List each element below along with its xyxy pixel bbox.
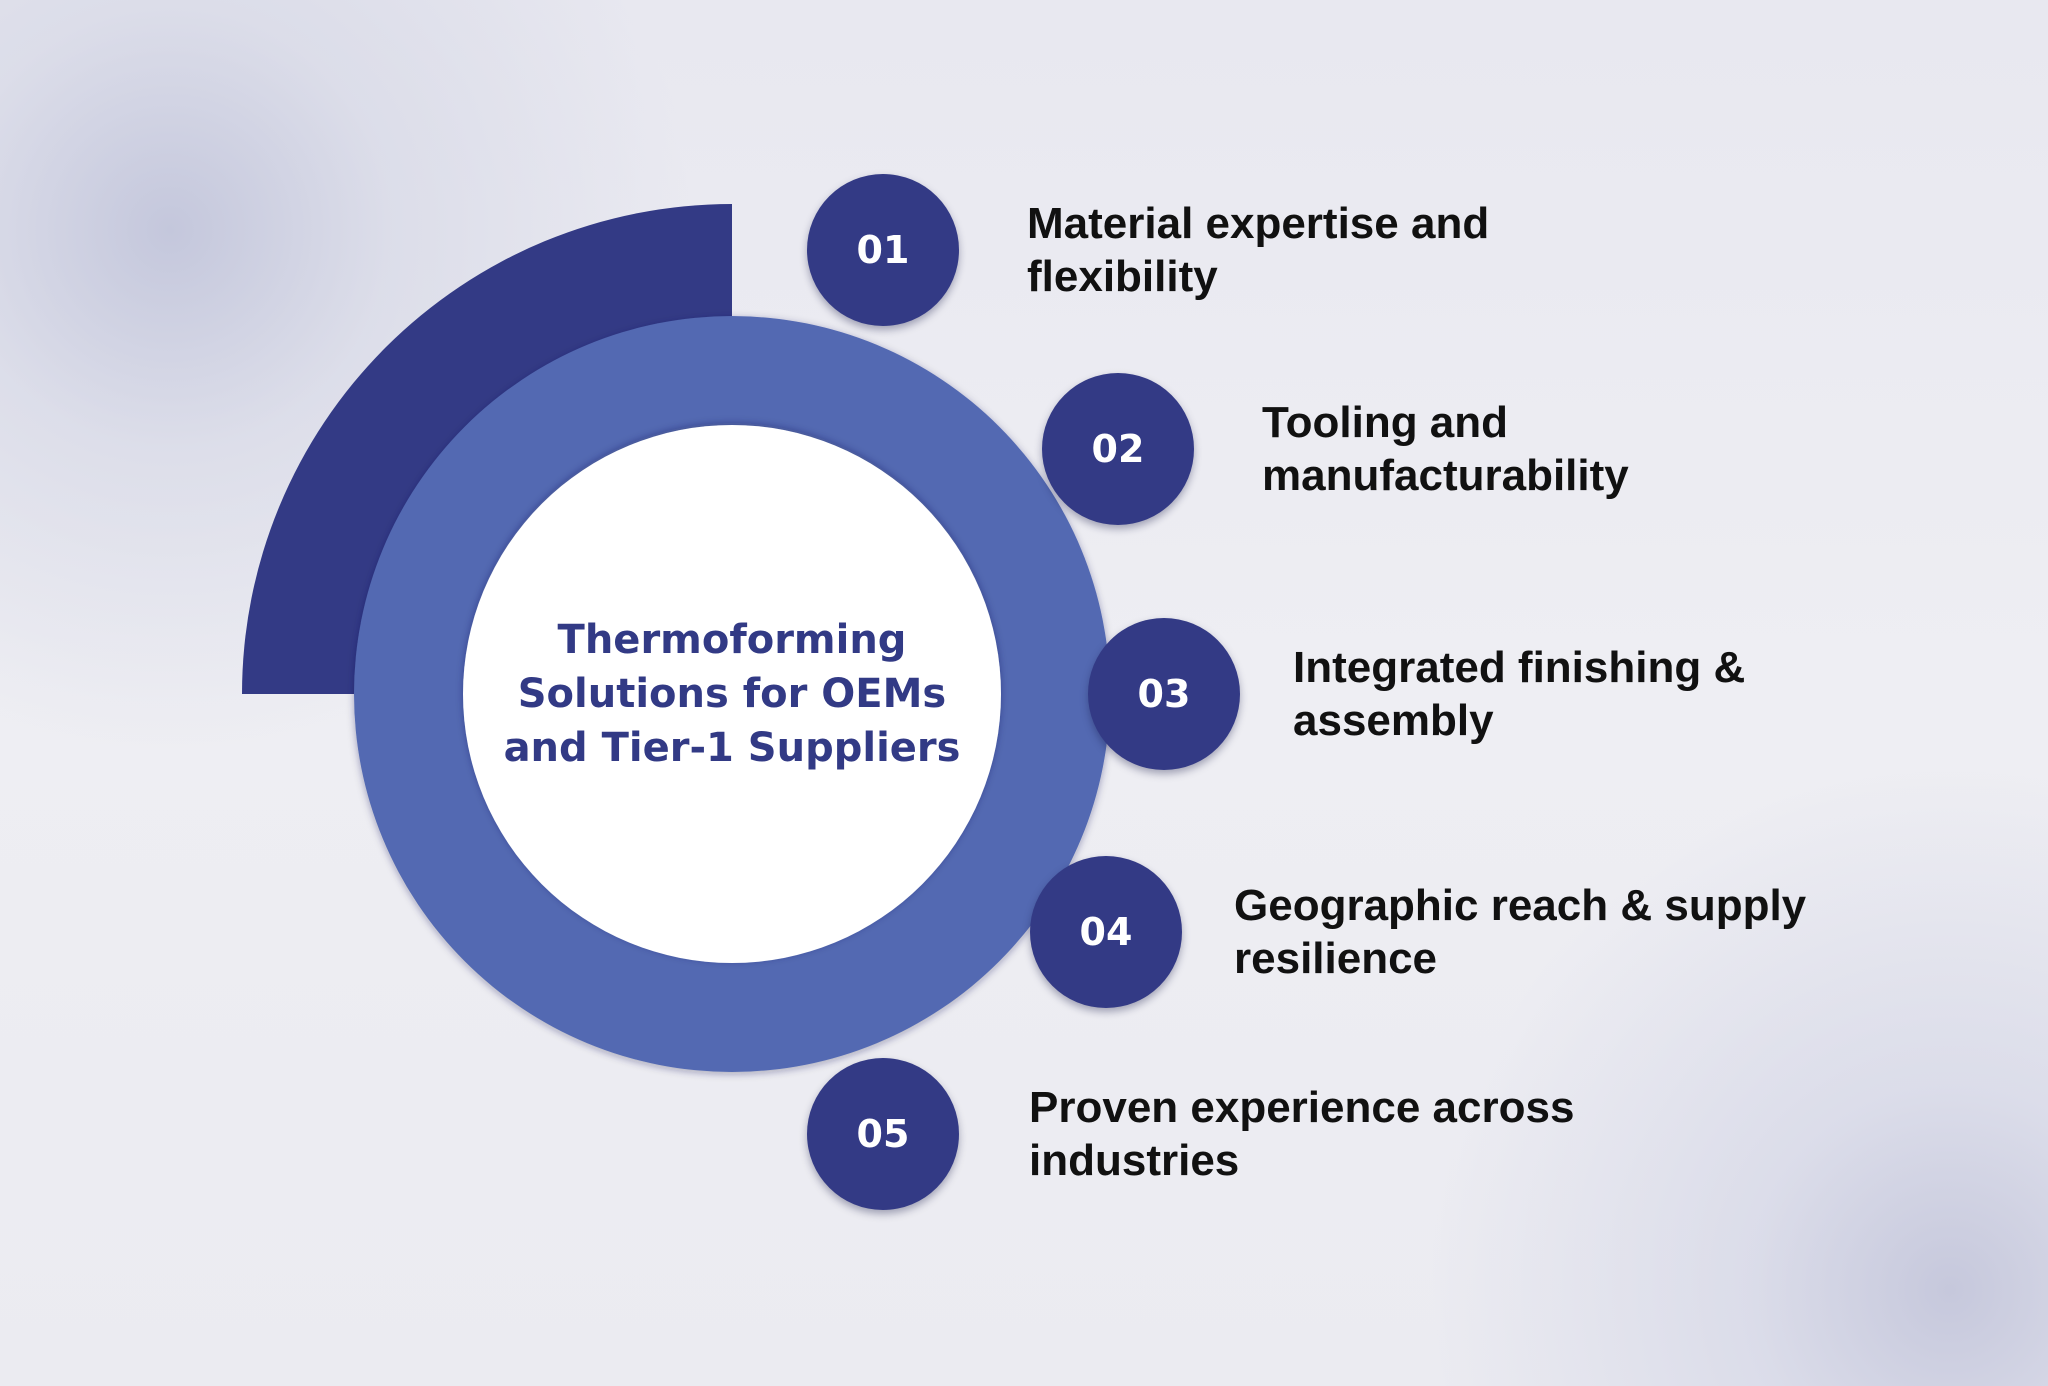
step-label-line: Geographic reach & supply — [1234, 881, 1807, 930]
step-badge-03: 03 — [1088, 618, 1240, 770]
step-label-04: Geographic reach & supply resilience — [1234, 879, 1806, 985]
center-circle — [463, 425, 1001, 963]
step-number: 03 — [1137, 672, 1191, 716]
step-badge-04: 04 — [1030, 856, 1182, 1008]
step-label-line: flexibility — [1027, 252, 1218, 301]
step-label-line: resilience — [1234, 934, 1438, 983]
step-label-01: Material expertise and flexibility — [1027, 197, 1489, 303]
step-label-line: Material expertise and — [1027, 199, 1490, 248]
step-label-02: Tooling and manufacturability — [1262, 396, 1629, 502]
step-badge-02: 02 — [1042, 373, 1194, 525]
step-label-line: assembly — [1293, 696, 1494, 745]
step-number: 05 — [856, 1112, 910, 1156]
step-label-05: Proven experience across industries — [1029, 1081, 1574, 1187]
center-title-line: Thermoforming — [557, 617, 907, 663]
step-number: 02 — [1091, 427, 1145, 471]
step-badge-01: 01 — [807, 174, 959, 326]
step-label-03: Integrated finishing & assembly — [1293, 641, 1745, 747]
step-label-line: Tooling and — [1262, 398, 1509, 447]
step-number: 04 — [1079, 910, 1133, 954]
step-label-line: manufacturability — [1262, 451, 1629, 500]
step-label-line: Integrated finishing & — [1293, 643, 1746, 692]
step-label-line: Proven experience across — [1029, 1083, 1575, 1132]
step-badge-05: 05 — [807, 1058, 959, 1210]
center-title-line: Solutions for OEMs — [517, 671, 947, 717]
center-title: Thermoforming Solutions for OEMs and Tie… — [463, 613, 1001, 775]
step-label-line: industries — [1029, 1136, 1240, 1185]
center-title-line: and Tier-1 Suppliers — [503, 725, 961, 771]
step-number: 01 — [856, 228, 910, 272]
